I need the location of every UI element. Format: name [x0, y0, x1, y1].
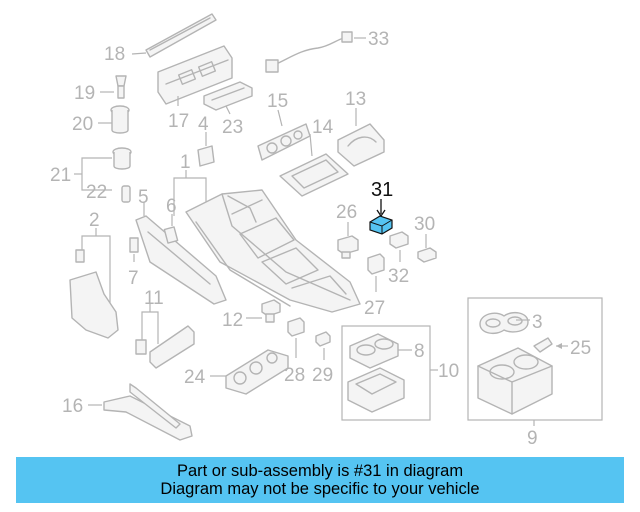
info-banner: Part or sub-assembly is #31 in diagram D…	[16, 457, 624, 503]
banner-line-2: Diagram may not be specific to your vehi…	[160, 480, 480, 498]
part-number-13: 13	[345, 89, 366, 110]
part-number-31: 31	[371, 179, 393, 201]
part-32-switch	[389, 231, 409, 249]
part-number-8: 8	[414, 341, 425, 362]
part-number-20: 20	[72, 114, 93, 135]
part-30-switch	[417, 247, 437, 263]
part-8-cupholder	[349, 333, 399, 369]
part-number-29: 29	[312, 365, 333, 386]
part-number-30: 30	[414, 214, 435, 235]
part-23-tray	[203, 81, 253, 111]
part-20-socket	[110, 105, 130, 134]
part-number-1: 1	[180, 152, 191, 173]
box-group-10	[341, 325, 431, 421]
part-number-5: 5	[138, 187, 149, 208]
part-13-shift-boot	[337, 123, 385, 167]
part-number-25: 12	[222, 310, 243, 331]
part-number-23: 23	[222, 117, 243, 138]
part-5-side-panel	[135, 215, 227, 305]
part-number-3: 11	[144, 288, 164, 309]
part-number-28: 28	[284, 365, 305, 386]
part-6-clip	[163, 226, 179, 244]
part-number-9: 9	[527, 428, 538, 449]
part-1-center-console	[185, 189, 361, 313]
part-19-plug	[115, 75, 127, 99]
part-number-15: 15	[267, 91, 288, 112]
part-number-17: 17	[168, 111, 189, 132]
part-17-bezel	[157, 45, 233, 105]
part-26-switch	[337, 235, 359, 259]
part-22-switch	[121, 185, 131, 203]
part-18-trim-strip	[145, 13, 217, 58]
part-number-33: 33	[368, 29, 389, 50]
part-28-switch	[287, 317, 305, 337]
part-14-surround	[279, 153, 349, 197]
part-number-10: 10	[438, 361, 459, 382]
part-number-24: 24	[184, 367, 206, 388]
part-4-bracket	[197, 145, 215, 167]
part-33-cable	[265, 31, 353, 73]
part-10-tray	[347, 367, 405, 413]
part-2-side-trim	[69, 249, 119, 339]
part-27-switch	[367, 253, 385, 275]
part-number-14: 14	[312, 117, 334, 138]
parts-diagram: 18 33 19 20 17 23 4	[50, 13, 603, 449]
part-number-16: 16	[62, 396, 83, 417]
part-number-12: 25	[570, 338, 591, 359]
part-21-socket	[112, 147, 132, 170]
part-number-26: 26	[336, 202, 357, 223]
part-7-clip	[129, 237, 139, 253]
part-31-highlighted-component	[369, 215, 393, 235]
part-number-22: 22	[86, 182, 107, 203]
part-12-clip	[533, 337, 553, 353]
part-number-6: 6	[166, 196, 177, 217]
banner-line-1: Part or sub-assembly is #31 in diagram	[176, 462, 464, 480]
part-15-climate-panel	[257, 123, 311, 161]
part-number-4: 4	[198, 114, 209, 135]
box-group-9	[467, 297, 603, 421]
part-16-handle	[103, 383, 193, 441]
part-number-2: 2	[89, 210, 100, 231]
part-number-21: 21	[50, 165, 71, 186]
part-25-button	[261, 299, 281, 323]
part-number-19: 19	[74, 83, 95, 104]
part-29-switch	[315, 331, 331, 347]
part-9-console-insert	[477, 347, 553, 415]
part-number-27: 27	[364, 298, 385, 319]
part-number-7: 7	[128, 268, 139, 289]
part-3-bracket	[135, 325, 195, 369]
part-number-32: 32	[388, 266, 409, 287]
part-11-cup-insert	[479, 311, 529, 335]
part-24-heater-control	[225, 349, 289, 395]
part-number-18: 18	[104, 44, 125, 65]
part-number-11: 3	[532, 312, 543, 333]
